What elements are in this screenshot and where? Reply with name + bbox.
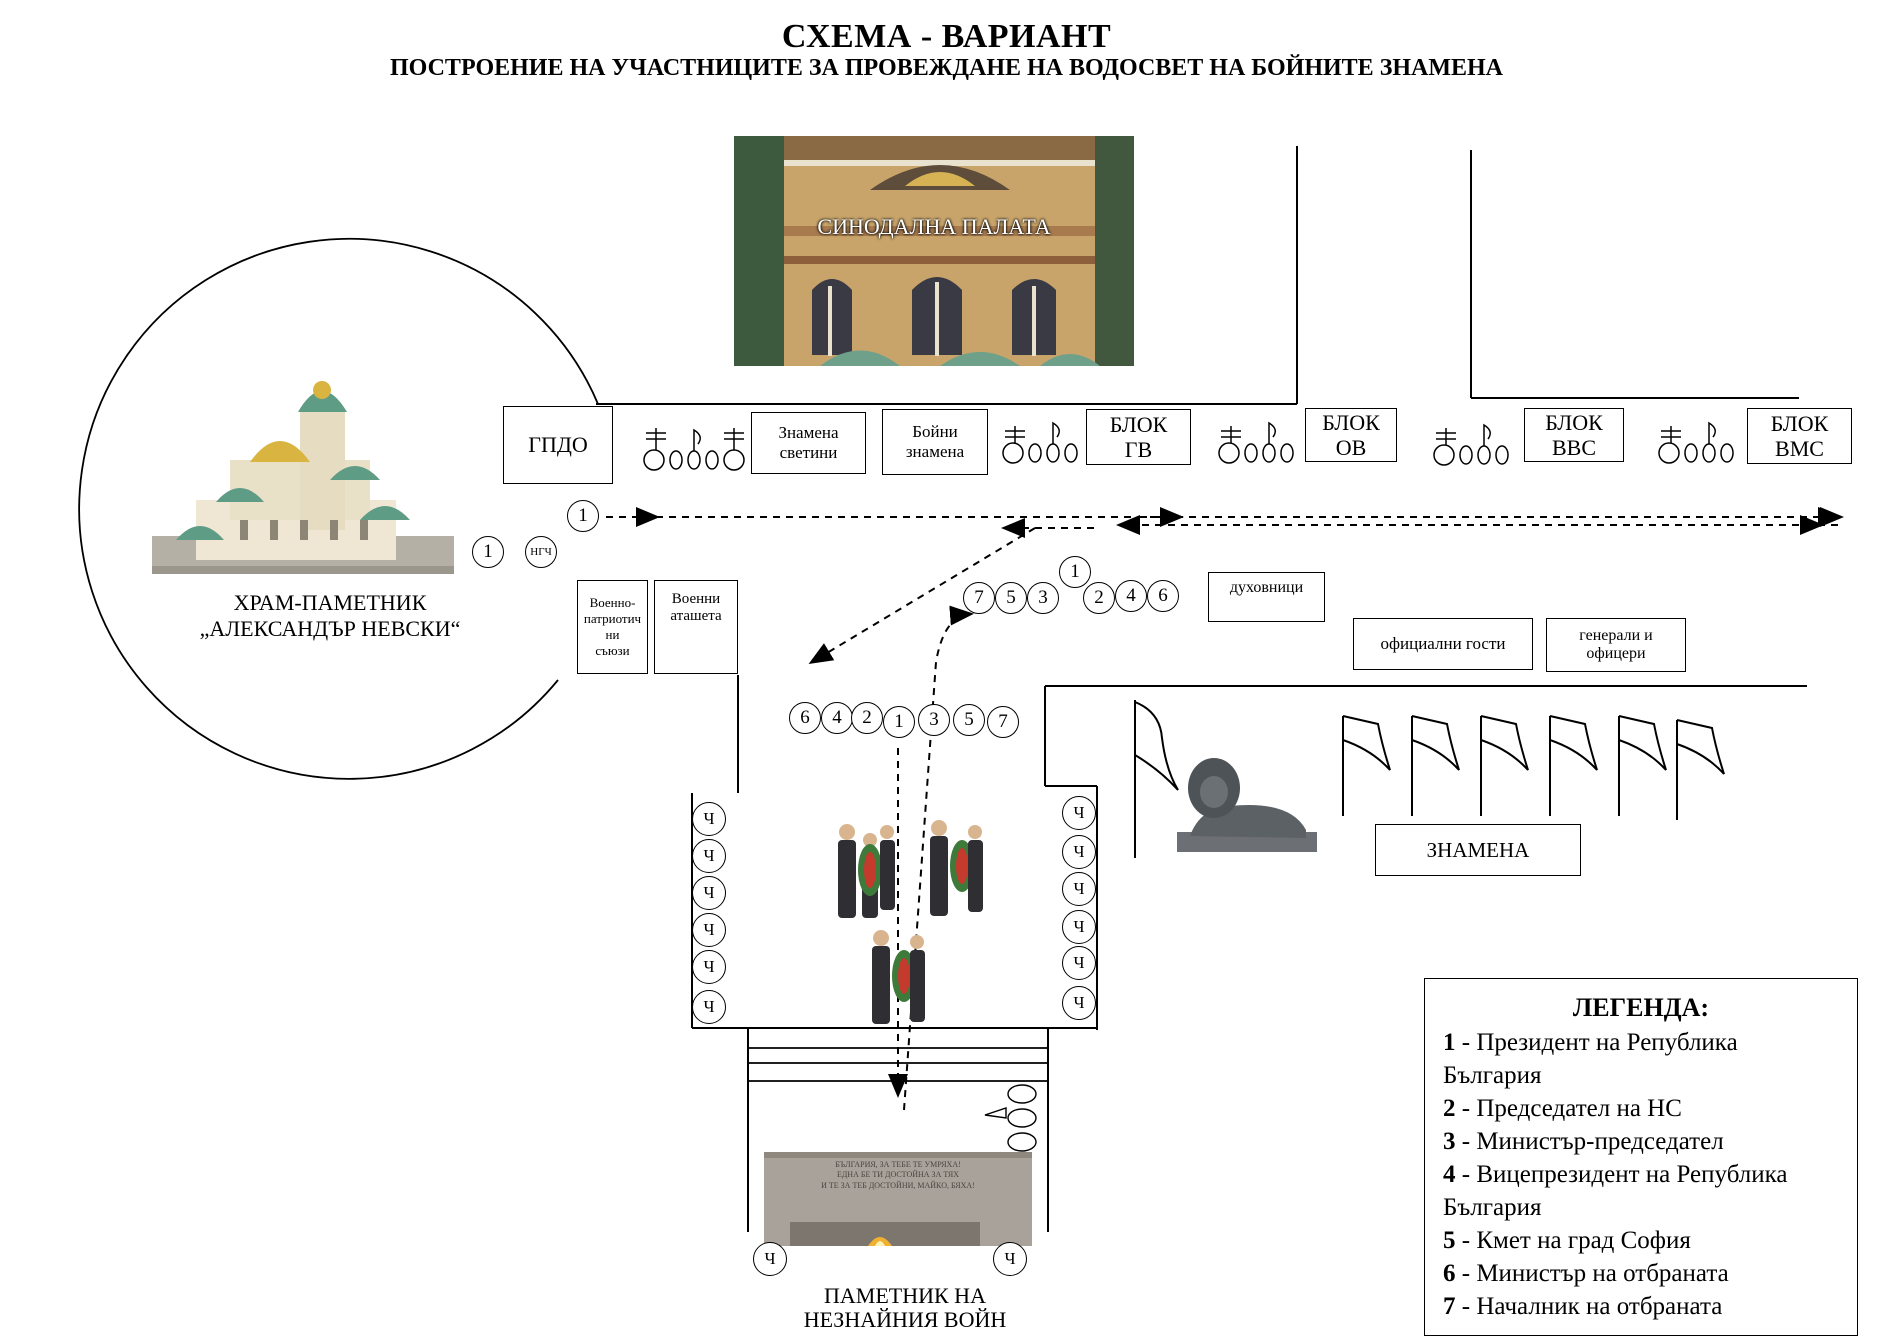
legend-item: 5 - Кмет на град София — [1443, 1227, 1691, 1254]
legend-item: 4 - Вицепрезидент на Република България — [1443, 1161, 1788, 1221]
znamena-svetini-box: Знамена светини — [751, 412, 866, 474]
marker-6: 6 — [1147, 580, 1179, 612]
diagram-title: СХЕМА - ВАРИАНТ — [781, 18, 1112, 55]
guard-marker: Ч — [1062, 835, 1096, 869]
marker-4: 4 — [821, 702, 853, 734]
monument-label: ПАМЕТНИК НА НЕЗНАЙНИЯ ВОЙН — [803, 1283, 1007, 1333]
guard-marker: Ч — [1062, 910, 1096, 944]
voenno-patriotichni-box: Военно- патриотич ни съюзи — [577, 580, 648, 674]
legend-item: 1 - Президент на Република България — [1443, 1029, 1738, 1089]
marker-1: 1 — [1059, 556, 1091, 588]
marker-3: 3 — [1027, 582, 1059, 614]
oficialni-gosti-box: официални гости — [1353, 618, 1533, 670]
group-icons-4 — [1433, 423, 1509, 466]
wreath-bearers — [838, 820, 983, 1024]
monument-inscription: БЪЛГАРИЯ, ЗА ТЕБЕ ТЕ УМРЯХА! ЕДНА БЕ ТИ … — [821, 1160, 975, 1190]
group-icons-1 — [643, 428, 745, 471]
guard-marker: Ч — [692, 990, 726, 1024]
cathedral-image — [152, 381, 454, 574]
blok-gv-box: БЛОК ГВ — [1086, 409, 1191, 465]
blok-vvs-box: БЛОК ВВС — [1524, 408, 1624, 462]
legend-item: 2 - Председател на НС — [1443, 1095, 1682, 1122]
legend-item: 7 - Началник на отбраната — [1443, 1293, 1723, 1320]
group-icons-3 — [1218, 421, 1294, 464]
group-icons-2 — [1002, 421, 1078, 464]
guard-marker: Ч — [1062, 796, 1096, 830]
monument-image — [764, 1152, 1032, 1246]
guard-marker: Ч — [692, 913, 726, 947]
guard-marker: Ч — [993, 1242, 1027, 1276]
marker-5: 5 — [953, 704, 985, 736]
duhovnici-box: духовници — [1208, 572, 1325, 622]
cathedral-label: ХРАМ-ПАМЕТНИК „АЛЕКСАНДЪР НЕВСКИ“ — [199, 590, 461, 642]
marker-ngch: НГЧ — [525, 536, 557, 568]
group-icons-5 — [1658, 421, 1734, 464]
guard-marker: Ч — [1062, 946, 1096, 980]
diagram-subtitle: ПОСТРОЕНИЕ НА УЧАСТНИЦИТЕ ЗА ПРОВЕЖДАНЕ … — [389, 55, 1504, 81]
guard-marker: Ч — [692, 839, 726, 873]
legend-heading: ЛЕГЕНДА: — [1572, 993, 1710, 1022]
znamena-box: ЗНАМЕНА — [1375, 824, 1581, 876]
guard-marker: Ч — [753, 1242, 787, 1276]
legend: ЛЕГЕНДА: 1 - Президент на Република Бълг… — [1424, 978, 1858, 1336]
guard-marker: Ч — [692, 802, 726, 836]
guard-marker: Ч — [692, 950, 726, 984]
legend-item: 6 - Министър на отбраната — [1443, 1260, 1729, 1287]
guard-marker: Ч — [1062, 986, 1096, 1020]
marker-1: 1 — [883, 706, 915, 738]
voenni-atasheta-box: Военни аташета — [654, 580, 738, 674]
marker-6: 6 — [789, 702, 821, 734]
guard-marker: Ч — [1062, 872, 1096, 906]
marker-2: 2 — [1083, 582, 1115, 614]
marker-4: 4 — [1115, 580, 1147, 612]
blok-ov-box: БЛОК ОВ — [1305, 408, 1397, 462]
synod-palace-label: СИНОДАЛНА ПАЛАТА — [817, 214, 1051, 239]
marker-7: 7 — [963, 582, 995, 614]
gpdo-box: ГПДО — [503, 406, 613, 484]
marker-7: 7 — [987, 706, 1019, 738]
marker-president-left: 1 — [472, 536, 504, 568]
guard-marker: Ч — [692, 876, 726, 910]
lion-image — [1177, 758, 1317, 852]
marker-president-top: 1 — [567, 500, 599, 532]
legend-item: 3 - Министър-председател — [1443, 1128, 1724, 1155]
blok-vms-box: БЛОК ВМС — [1747, 408, 1852, 464]
marker-3: 3 — [918, 704, 950, 736]
marker-5: 5 — [995, 582, 1027, 614]
marker-2: 2 — [851, 702, 883, 734]
cathedral-circle — [78, 237, 599, 780]
flags — [1134, 700, 1725, 858]
synod-palace-image — [734, 136, 1134, 366]
boyni-znamena-box: Бойни знамена — [882, 409, 988, 475]
generali-box: генерали и офицери — [1546, 618, 1686, 672]
